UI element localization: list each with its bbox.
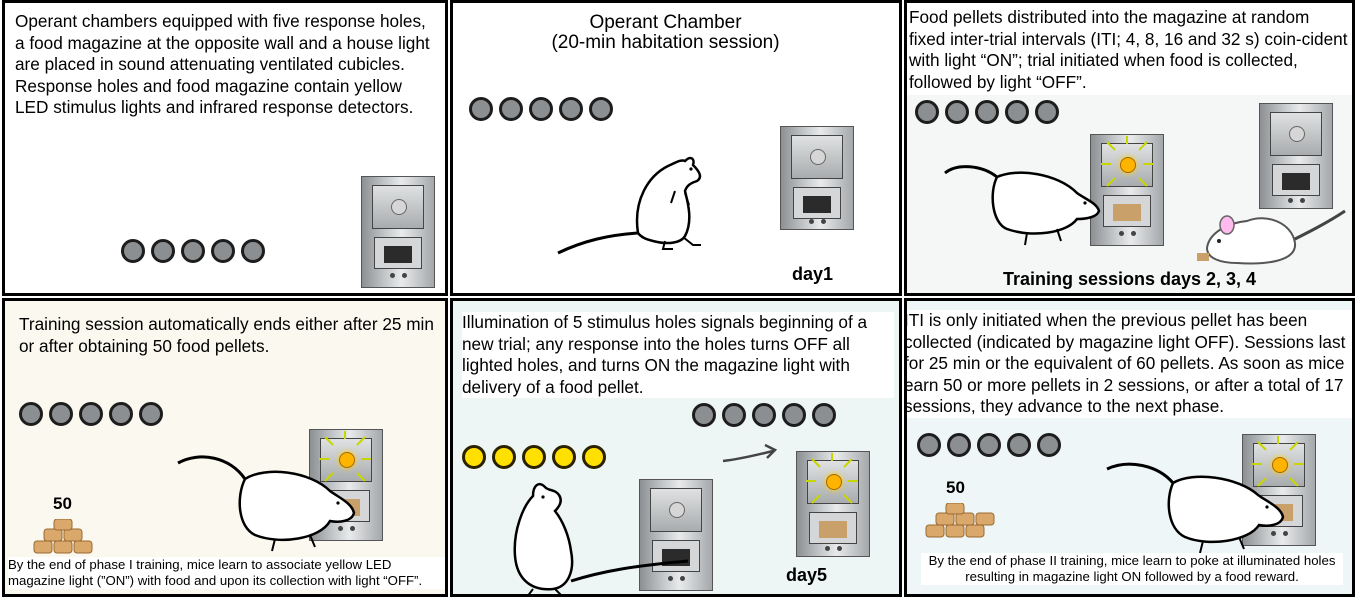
response-hole [559, 97, 583, 121]
response-hole [469, 97, 493, 121]
light-rays-icon [319, 431, 371, 482]
lit-response-hole [462, 445, 486, 469]
response-hole [121, 239, 145, 263]
food-magazine [361, 176, 435, 288]
magazine-light [1120, 157, 1136, 173]
day-label: day1 [792, 264, 834, 284]
response-hole [139, 402, 163, 426]
response-hole [109, 402, 133, 426]
response-holes [915, 100, 1059, 124]
panel-3-text: Food pellets distributed into the magazi… [909, 7, 1349, 93]
lit-response-hole [492, 445, 516, 469]
response-hole [812, 403, 836, 427]
response-hole [79, 402, 103, 426]
response-holes [19, 402, 163, 426]
mouse-eating [944, 165, 1101, 246]
panel-2-title-line2: (20-min habitation session) [551, 32, 780, 53]
panel-4-note: By the end of phase I training, mice lea… [8, 557, 445, 589]
response-hole [945, 100, 969, 124]
response-hole [1005, 100, 1029, 124]
response-hole [181, 239, 205, 263]
response-holes [917, 433, 1061, 457]
food-magazine [780, 126, 854, 230]
food-pellets-icon [33, 519, 93, 554]
response-hole [692, 403, 716, 427]
mouse-standing [557, 156, 702, 255]
light-rays-icon [1252, 436, 1304, 487]
lit-response-hole [582, 445, 606, 469]
mouse-white-sitting [1197, 209, 1346, 265]
magazine-light [1289, 126, 1305, 142]
pellet-count: 50 [53, 494, 72, 513]
response-holes [121, 239, 265, 263]
lit-response-hole [522, 445, 546, 469]
response-hole [529, 97, 553, 121]
food-magazine [639, 479, 713, 591]
panel-1-text: Operant chambers equipped with five resp… [15, 11, 430, 117]
response-hole [151, 239, 175, 263]
response-hole [19, 402, 43, 426]
magazine-light [810, 149, 826, 165]
panel-3-caption: Training sessions days 2, 3, 4 [1002, 269, 1257, 289]
panel-4-text: Training session automatically ends eith… [19, 314, 434, 356]
magazine-light [1272, 457, 1288, 473]
panel-habituation: Operant Chamber (20-min habitation sessi… [450, 0, 902, 296]
response-hole [1035, 100, 1059, 124]
response-hole [917, 433, 941, 457]
food-magazine [1259, 103, 1333, 209]
mouse-eating [177, 455, 356, 552]
response-hole [722, 403, 746, 427]
magazine-light [391, 199, 407, 215]
panel-6-text: ITI is only initiated when the previous … [907, 310, 1352, 418]
response-hole [499, 97, 523, 121]
response-holes [469, 97, 613, 121]
response-hole [211, 239, 235, 263]
panel-chamber-setup: Operant chambers equipped with five resp… [2, 0, 448, 296]
panel-magazine-training: Food pellets distributed into the magazi… [904, 0, 1355, 296]
response-hole [1007, 433, 1031, 457]
lit-response-hole [552, 445, 576, 469]
response-hole [915, 100, 939, 124]
light-rays-icon [806, 453, 858, 504]
light-rays-icon [1101, 136, 1153, 187]
mouse-eating [1106, 462, 1285, 554]
food-pellets-icon [925, 503, 995, 538]
response-hole [49, 402, 73, 426]
panel-iti-training: ITI is only initiated when the previous … [904, 298, 1355, 597]
arrow-icon [722, 443, 778, 463]
panel-5-text: Illumination of 5 stimulus holes signals… [462, 312, 894, 398]
panel-6-note: By the end of phase II training, mice le… [921, 553, 1343, 585]
panel-session-end: Training session automatically ends eith… [2, 298, 448, 597]
response-hole [241, 239, 265, 263]
panel-stimulus-training: Illumination of 5 stimulus holes signals… [450, 298, 902, 597]
response-hole [752, 403, 776, 427]
mouse-rearing [513, 483, 689, 594]
response-hole [782, 403, 806, 427]
magazine-light [826, 474, 842, 490]
food-magazine-lit [1090, 134, 1164, 246]
illuminated-holes [462, 445, 606, 469]
magazine-light [669, 502, 685, 518]
response-hole [589, 97, 613, 121]
pellet-count: 50 [946, 478, 965, 497]
response-hole [947, 433, 971, 457]
response-holes [692, 403, 836, 427]
panel-2-title-line1: Operant Chamber [589, 12, 742, 33]
day-label: day5 [786, 565, 828, 585]
response-hole [977, 433, 1001, 457]
magazine-light [339, 452, 355, 468]
response-hole [975, 100, 999, 124]
response-hole [1037, 433, 1061, 457]
